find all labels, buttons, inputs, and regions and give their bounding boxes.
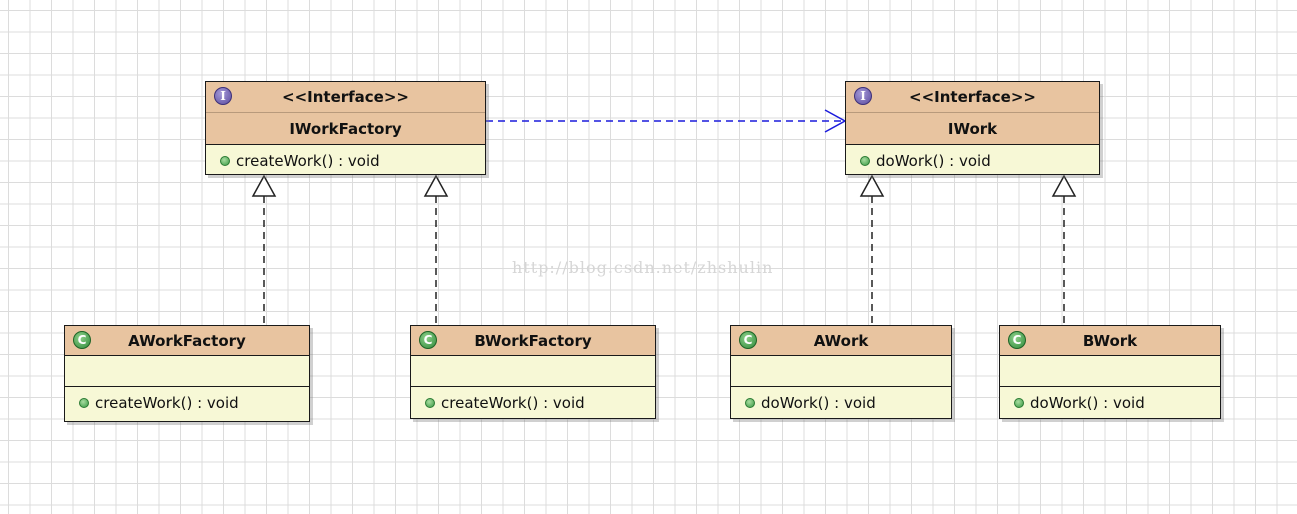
watermark: http://blog.csdn.net/zhshulin (512, 258, 774, 277)
class-icon: C (1008, 331, 1026, 349)
realization-arrowhead-aworkfactory (251, 174, 277, 197)
aworkfactory-class[interactable]: C AWorkFactory createWork() : void (64, 325, 310, 422)
operation-label: doWork() : void (1030, 393, 1145, 412)
operation-label: createWork() : void (441, 393, 585, 412)
class-header: C AWorkFactory (65, 326, 309, 356)
class-name: BWork (1082, 331, 1138, 350)
operations-section: createWork() : void (411, 387, 655, 418)
realization-arrowhead-awork (859, 174, 885, 197)
interface-icon: I (214, 87, 232, 105)
class-header: C AWork (731, 326, 951, 356)
interface-name: IWorkFactory (289, 119, 402, 138)
realization-arrowhead-bworkfactory (423, 174, 449, 197)
attributes-section (1000, 356, 1220, 387)
iwork-interface[interactable]: I <<Interface>> IWork doWork() : void (845, 81, 1100, 175)
public-method-icon (79, 397, 89, 408)
interface-icon: I (854, 87, 872, 105)
class-icon: C (739, 331, 757, 349)
operations-section: doWork() : void (846, 145, 1099, 176)
public-method-icon (860, 155, 870, 166)
operation-label: createWork() : void (236, 151, 380, 170)
name-row: IWorkFactory (206, 113, 485, 144)
attributes-section (411, 356, 655, 387)
public-method-icon (745, 397, 755, 408)
attributes-section (731, 356, 951, 387)
operations-section: createWork() : void (65, 387, 309, 418)
interface-name: IWork (947, 119, 998, 138)
stereotype-row: I <<Interface>> (846, 82, 1099, 113)
operation-label: createWork() : void (95, 393, 239, 412)
operation-label: doWork() : void (876, 151, 991, 170)
interface-stereotype: <<Interface>> (909, 88, 1036, 106)
iworkfactory-interface[interactable]: I <<Interface>> IWorkFactory createWork(… (205, 81, 486, 175)
public-method-icon (425, 397, 435, 408)
interface-header: I <<Interface>> IWorkFactory (206, 82, 485, 145)
class-name: BWorkFactory (474, 331, 592, 350)
attributes-section (65, 356, 309, 387)
awork-class[interactable]: C AWork doWork() : void (730, 325, 952, 419)
class-icon: C (73, 331, 91, 349)
interface-stereotype: <<Interface>> (282, 88, 409, 106)
stereotype-row: I <<Interface>> (206, 82, 485, 113)
realization-arrowhead-bwork (1051, 174, 1077, 197)
operations-section: doWork() : void (731, 387, 951, 418)
public-method-icon (220, 155, 230, 166)
class-icon: C (419, 331, 437, 349)
interface-header: I <<Interface>> IWork (846, 82, 1099, 145)
name-row: IWork (846, 113, 1099, 144)
class-name: AWorkFactory (128, 331, 246, 350)
bwork-class[interactable]: C BWork doWork() : void (999, 325, 1221, 419)
public-method-icon (1014, 397, 1024, 408)
operations-section: doWork() : void (1000, 387, 1220, 418)
class-name: AWork (813, 331, 869, 350)
class-header: C BWorkFactory (411, 326, 655, 356)
operation-label: doWork() : void (761, 393, 876, 412)
operations-section: createWork() : void (206, 145, 485, 176)
class-header: C BWork (1000, 326, 1220, 356)
bworkfactory-class[interactable]: C BWorkFactory createWork() : void (410, 325, 656, 419)
